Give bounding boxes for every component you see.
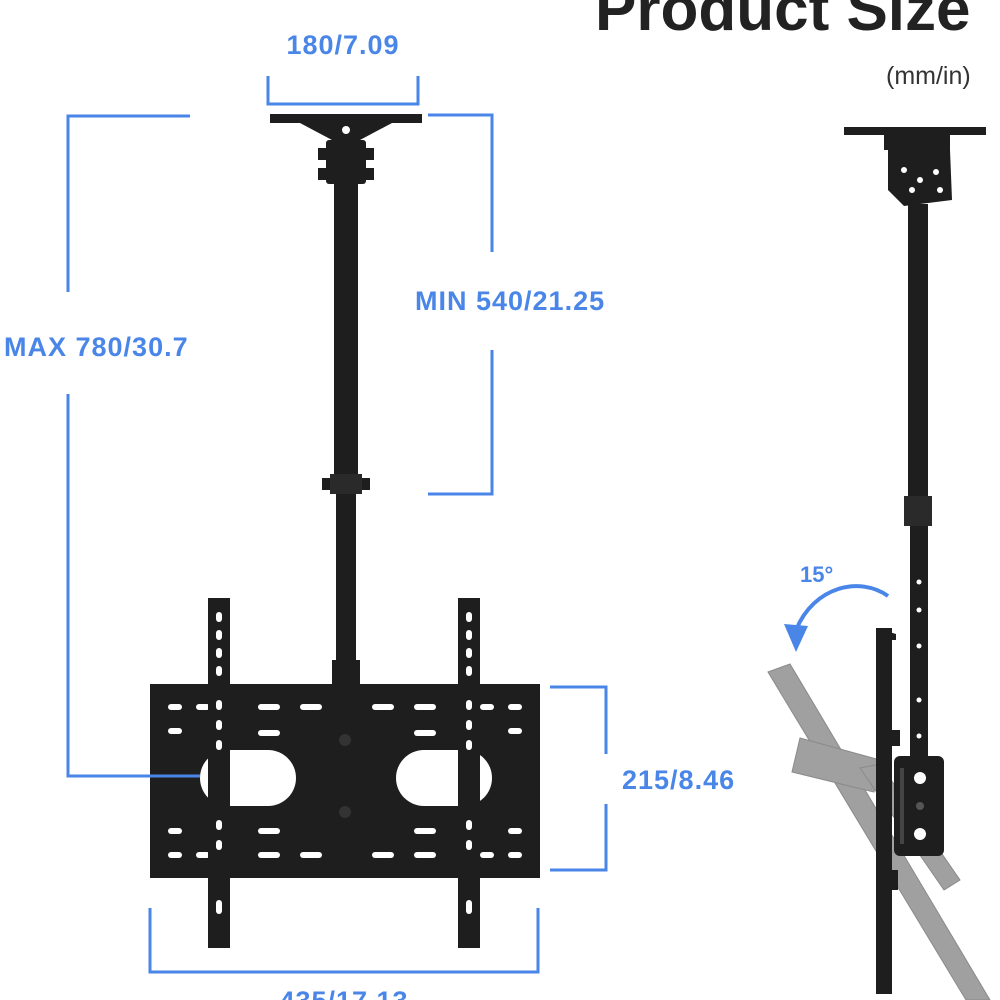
left-vertical-arm (208, 598, 230, 948)
min-height-label: MIN 540/21.25 (415, 286, 605, 316)
lower-pole (336, 494, 356, 684)
bracket-height-label: 215/8.46 (622, 765, 735, 795)
bracket-height-line-bottom (550, 804, 608, 872)
upper-pole (334, 184, 358, 494)
plate-width-label: 180/7.09 (286, 30, 399, 60)
tilt-angle-label: 15° (800, 562, 833, 587)
side-upper-pole (908, 204, 928, 504)
side-vertical-arm (876, 628, 892, 994)
max-height-line-top (66, 114, 190, 292)
title: Product Size (595, 0, 971, 44)
tilt-arrow-head (784, 624, 808, 652)
right-vertical-arm (458, 598, 480, 948)
max-height-label: MAX 780/30.7 (4, 332, 189, 362)
front-mount (150, 114, 540, 948)
bracket-plate (150, 684, 540, 878)
min-height-line-bottom (428, 350, 494, 496)
plate-slots (168, 704, 522, 858)
bracket-height-line-top (550, 685, 608, 754)
plate-width-line (266, 76, 420, 106)
bracket-width-line (148, 908, 540, 974)
tilt-arrow-curve (794, 584, 890, 631)
max-height-line-bottom (66, 394, 200, 778)
ceiling-plate (270, 114, 422, 123)
side-ceiling-plate (844, 127, 986, 135)
tilt-indicator: 15° (784, 562, 890, 652)
units-label: (mm/in) (886, 62, 971, 90)
pole-collar (330, 474, 362, 494)
dimension-lines (66, 76, 608, 974)
swivel-joint (326, 140, 366, 184)
side-view-mount (767, 127, 991, 1000)
bracket-width-label: 435/17.13 (279, 986, 408, 1000)
min-height-line-top (428, 113, 494, 252)
